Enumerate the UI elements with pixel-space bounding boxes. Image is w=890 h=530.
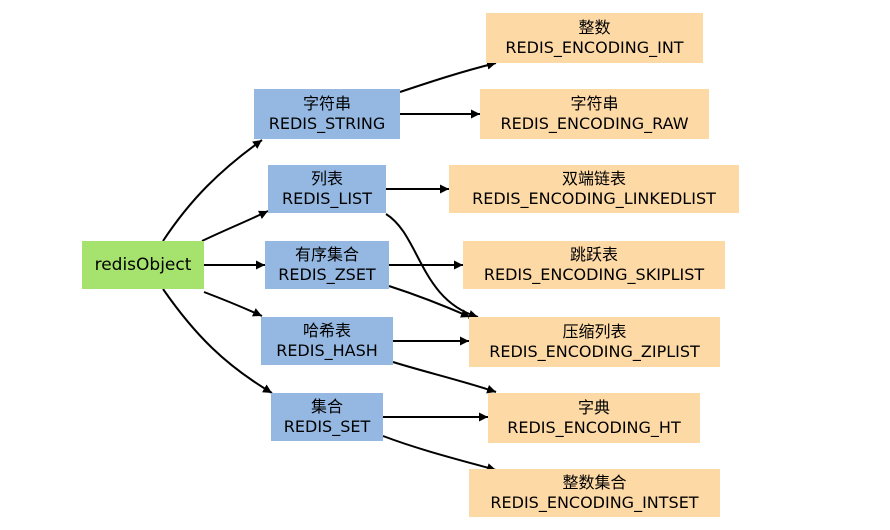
node-label-en: REDIS_SET xyxy=(283,417,371,436)
node-label-cn: 双端链表 xyxy=(561,169,626,188)
node-type-string: 字符串 REDIS_STRING xyxy=(254,89,400,139)
node-label-en: REDIS_ENCODING_ZIPLIST xyxy=(489,342,700,361)
edge-zset-to-ziplist xyxy=(388,285,471,318)
node-label-cn: 字符串 xyxy=(570,94,619,113)
node-label-en: REDIS_ENCODING_INTSET xyxy=(490,493,699,512)
node-redis-object: redisObject xyxy=(82,241,204,289)
edge-root-to-list xyxy=(201,210,269,242)
node-label-en: REDIS_ENCODING_SKIPLIST xyxy=(483,265,705,284)
node-label-cn: 整数集合 xyxy=(562,473,627,492)
node-encoding-raw: 字符串 REDIS_ENCODING_RAW xyxy=(480,89,709,139)
node-encoding-skiplist: 跳跃表 REDIS_ENCODING_SKIPLIST xyxy=(463,241,725,289)
node-label-en: REDIS_ENCODING_LINKEDLIST xyxy=(472,189,716,208)
node-label-cn: 跳跃表 xyxy=(569,245,618,264)
node-type-list: 列表 REDIS_LIST xyxy=(268,165,386,213)
node-label-cn: 列表 xyxy=(310,169,343,188)
node-type-set: 集合 REDIS_SET xyxy=(271,393,383,441)
node-label-cn: 字典 xyxy=(577,398,610,417)
edge-root-to-set xyxy=(162,288,273,394)
node-label-cn: 字符串 xyxy=(302,94,351,113)
node-label-en: REDIS_ZSET xyxy=(278,265,376,284)
edge-hash-to-ht xyxy=(392,361,497,394)
node-label-en: REDIS_ENCODING_HT xyxy=(507,418,681,437)
node-label-en: REDIS_HASH xyxy=(276,341,378,360)
node-label-en: REDIS_STRING xyxy=(268,114,386,133)
node-label-cn: 有序集合 xyxy=(294,245,359,264)
edge-list-to-ziplist xyxy=(385,213,479,319)
node-label-cn: 压缩列表 xyxy=(562,322,627,341)
node-label: redisObject xyxy=(94,255,192,275)
node-label-en: REDIS_LIST xyxy=(282,189,372,208)
node-label-en: REDIS_ENCODING_RAW xyxy=(500,114,689,133)
node-label-cn: 哈希表 xyxy=(302,321,351,340)
node-encoding-ziplist: 压缩列表 REDIS_ENCODING_ZIPLIST xyxy=(469,317,720,367)
node-encoding-int: 整数 REDIS_ENCODING_INT xyxy=(486,13,703,63)
edge-set-to-intset xyxy=(382,435,497,472)
node-encoding-ht: 字典 REDIS_ENCODING_HT xyxy=(488,393,700,443)
edge-root-to-hash xyxy=(203,291,263,317)
node-label-cn: 集合 xyxy=(310,397,343,416)
node-encoding-intset: 整数集合 REDIS_ENCODING_INTSET xyxy=(469,469,720,517)
node-type-hash: 哈希表 REDIS_HASH xyxy=(261,317,393,365)
node-label-en: REDIS_ENCODING_INT xyxy=(505,38,684,57)
node-encoding-linkedlist: 双端链表 REDIS_ENCODING_LINKEDLIST xyxy=(449,165,739,213)
node-type-zset: 有序集合 REDIS_ZSET xyxy=(265,241,389,289)
edge-string-to-int xyxy=(399,60,497,93)
edge-root-to-string xyxy=(162,139,263,242)
node-label-cn: 整数 xyxy=(578,18,611,37)
